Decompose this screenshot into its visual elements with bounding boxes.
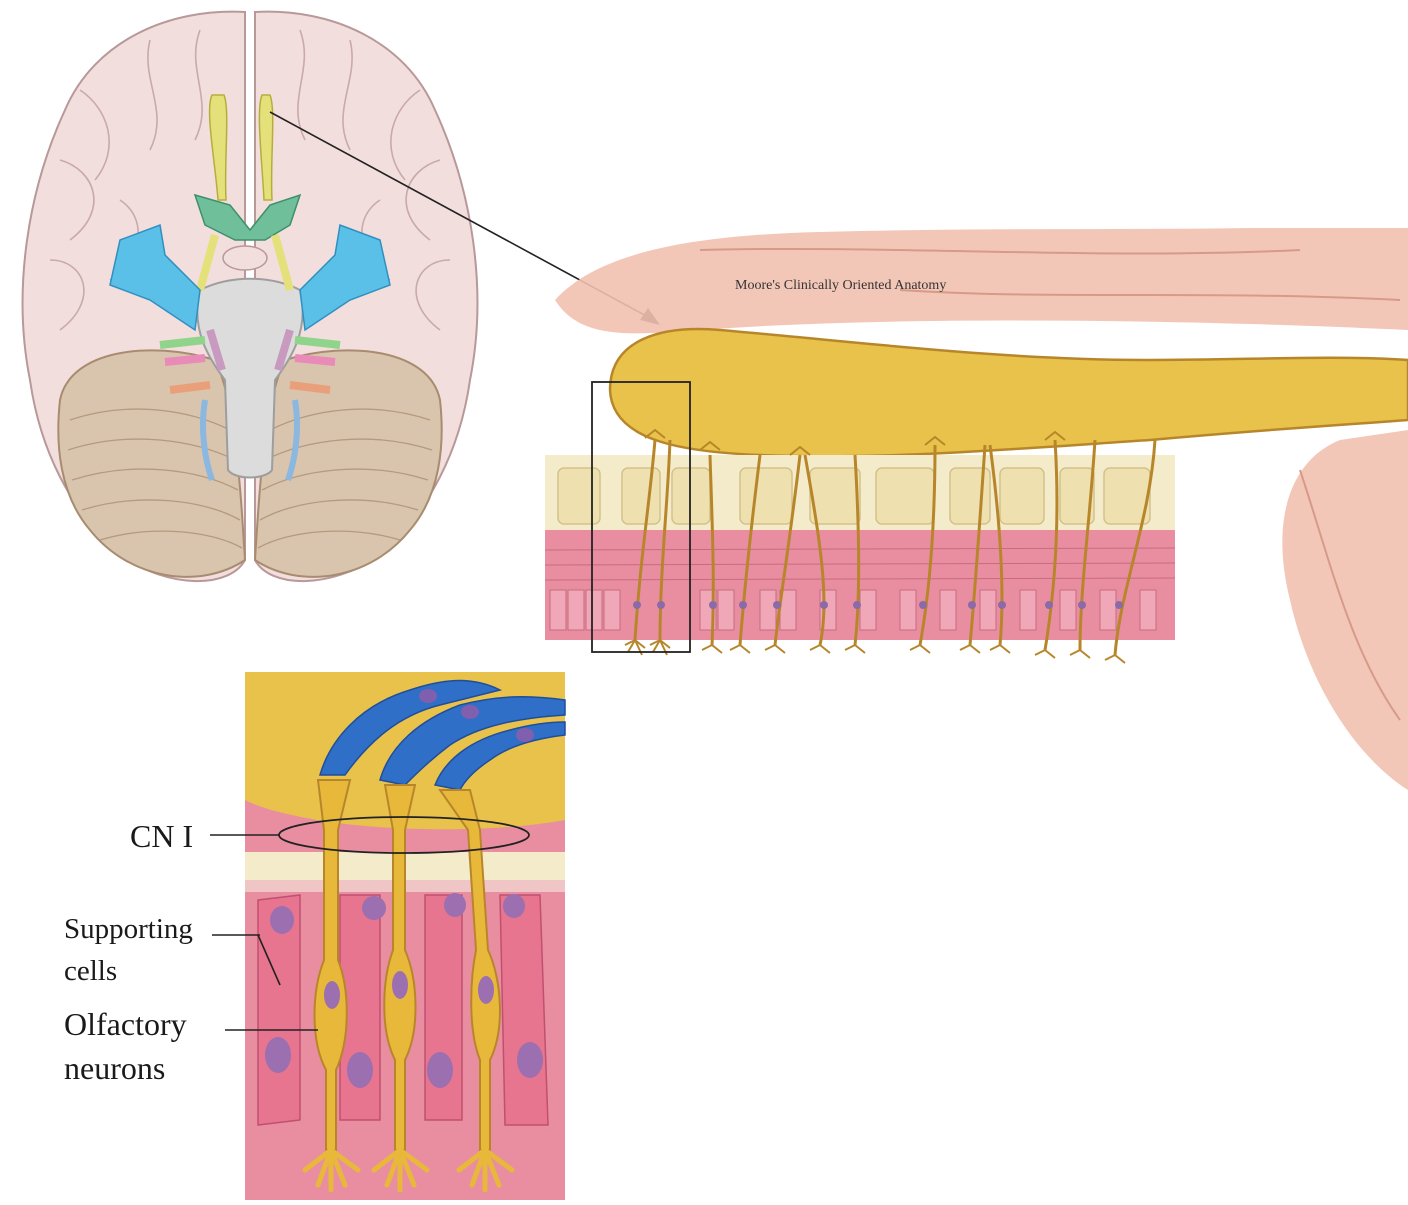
lobe-fold-3 [1299,469,1401,721]
nerve-root-orange-left [169,381,211,394]
inset-olfactory-neurons [313,779,501,1151]
lobe-fold-2 [899,289,1401,301]
optic-chiasm [193,193,302,241]
olfactory-tract-left [208,94,228,201]
nerve-root-green-right [294,336,341,349]
inset-mitral-nuclei [419,689,534,742]
nerve-root-blue-left [199,399,215,481]
supporting-leader-d [257,934,281,986]
frontal-lobe [555,228,1408,790]
nerve-root-orange-right [289,381,331,394]
label-olfactory-line2: neurons [64,1050,166,1086]
olfactory-bulb [608,327,1408,458]
nerve-root-blue-right [285,399,301,481]
dendrite-tufts [624,637,1126,664]
olfactory-fibers [633,439,1157,656]
trigeminal-nerve-left [109,223,201,332]
inset-supporting-nuclei [265,893,543,1088]
pituitary-stalk [222,245,268,271]
olfactory-bulb-enlarged [544,228,1408,790]
label-supporting-line1: Supporting [64,913,193,945]
nerve-root-purple-right [274,328,294,372]
nerve-root-pink-right [294,354,336,366]
inset-dendrite-knobs [302,1147,515,1193]
cerebellar-folia [67,408,433,549]
neuron-nuclei [633,601,1123,609]
optic-tract-right [271,233,294,292]
cerebellum-left [57,349,247,578]
optic-tract-left [196,233,219,292]
lobe-fold-1 [699,247,1301,255]
label-olfactory-line1: Olfactory [64,1006,187,1042]
nerve-root-purple-left [206,328,226,372]
label-cn1: CN I [130,818,194,854]
image-credit: Moore's Clinically Oriented Anatomy [735,278,947,293]
brainstem [196,277,304,479]
inset-mitral-cells [319,679,566,791]
cerebellum-right [253,349,443,578]
magnification-box [591,381,691,653]
nerve-root-pink-left [164,354,206,366]
trigeminal-nerve-right [299,223,391,332]
inset-neuron-nuclei [324,971,494,1009]
glomeruli [644,428,1066,456]
detail-inset [245,672,566,1200]
brain-inferior-view [21,10,479,583]
olfactory-tract-right [258,94,274,201]
epithelial-cells [549,589,1157,631]
nerve-root-green-left [159,336,206,349]
label-supporting-line2: cells [64,955,118,987]
